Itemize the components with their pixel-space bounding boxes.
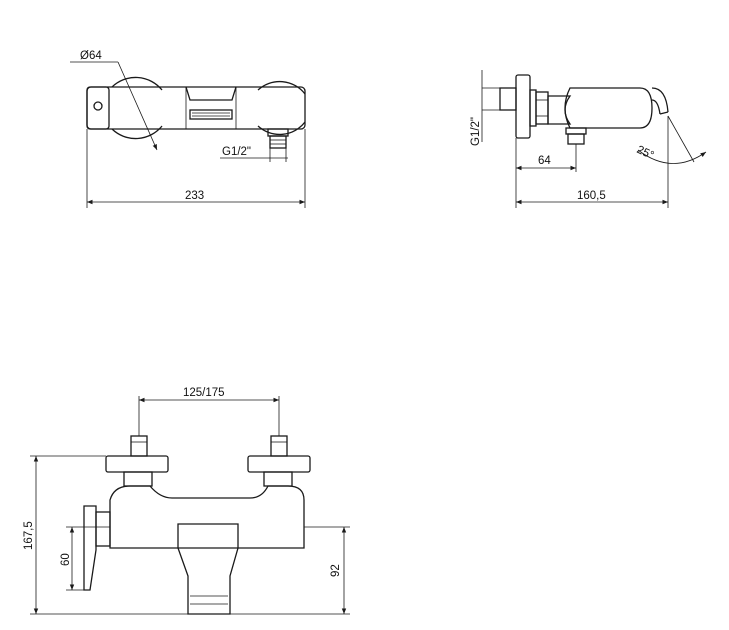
front-lever-label: 60 (60, 553, 72, 566)
front-height-label: 167,5 (23, 521, 35, 550)
top-diameter-label: Ø64 (80, 50, 102, 62)
side-total-label: 160,5 (577, 190, 606, 202)
side-view: G1/2" 64 160,5 25° (470, 70, 707, 208)
top-diameter-dimension: Ø64 (70, 50, 158, 151)
side-thread-label: G1/2" (470, 117, 482, 146)
side-view-body (499, 74, 669, 145)
front-view-body (83, 435, 311, 615)
front-lever-dimension: 60 (60, 526, 110, 591)
front-spacing-label: 125/175 (183, 387, 225, 399)
top-width-label: 233 (185, 190, 204, 202)
side-total-dimension: 160,5 (516, 116, 669, 208)
top-width-dimension: 233 (86, 129, 306, 208)
side-angle-label: 25° (635, 144, 656, 162)
top-view-body (86, 76, 306, 149)
front-view: 125/175 167,5 60 92 (23, 387, 350, 615)
front-spout-dimension: 92 (230, 526, 350, 615)
front-spacing-dimension: 125/175 (138, 387, 280, 436)
side-depth-label: 64 (538, 155, 551, 167)
side-angle-dimension: 25° (635, 115, 707, 164)
top-thread-label: G1/2" (222, 146, 251, 158)
front-spout-label: 92 (330, 564, 342, 577)
side-thread-dimension: G1/2" (470, 70, 500, 146)
top-thread-dimension: G1/2" (220, 146, 288, 162)
front-height-dimension: 167,5 (23, 455, 188, 615)
side-depth-dimension: 64 (515, 138, 577, 208)
top-view: Ø64 G1/2" 233 (70, 50, 306, 208)
